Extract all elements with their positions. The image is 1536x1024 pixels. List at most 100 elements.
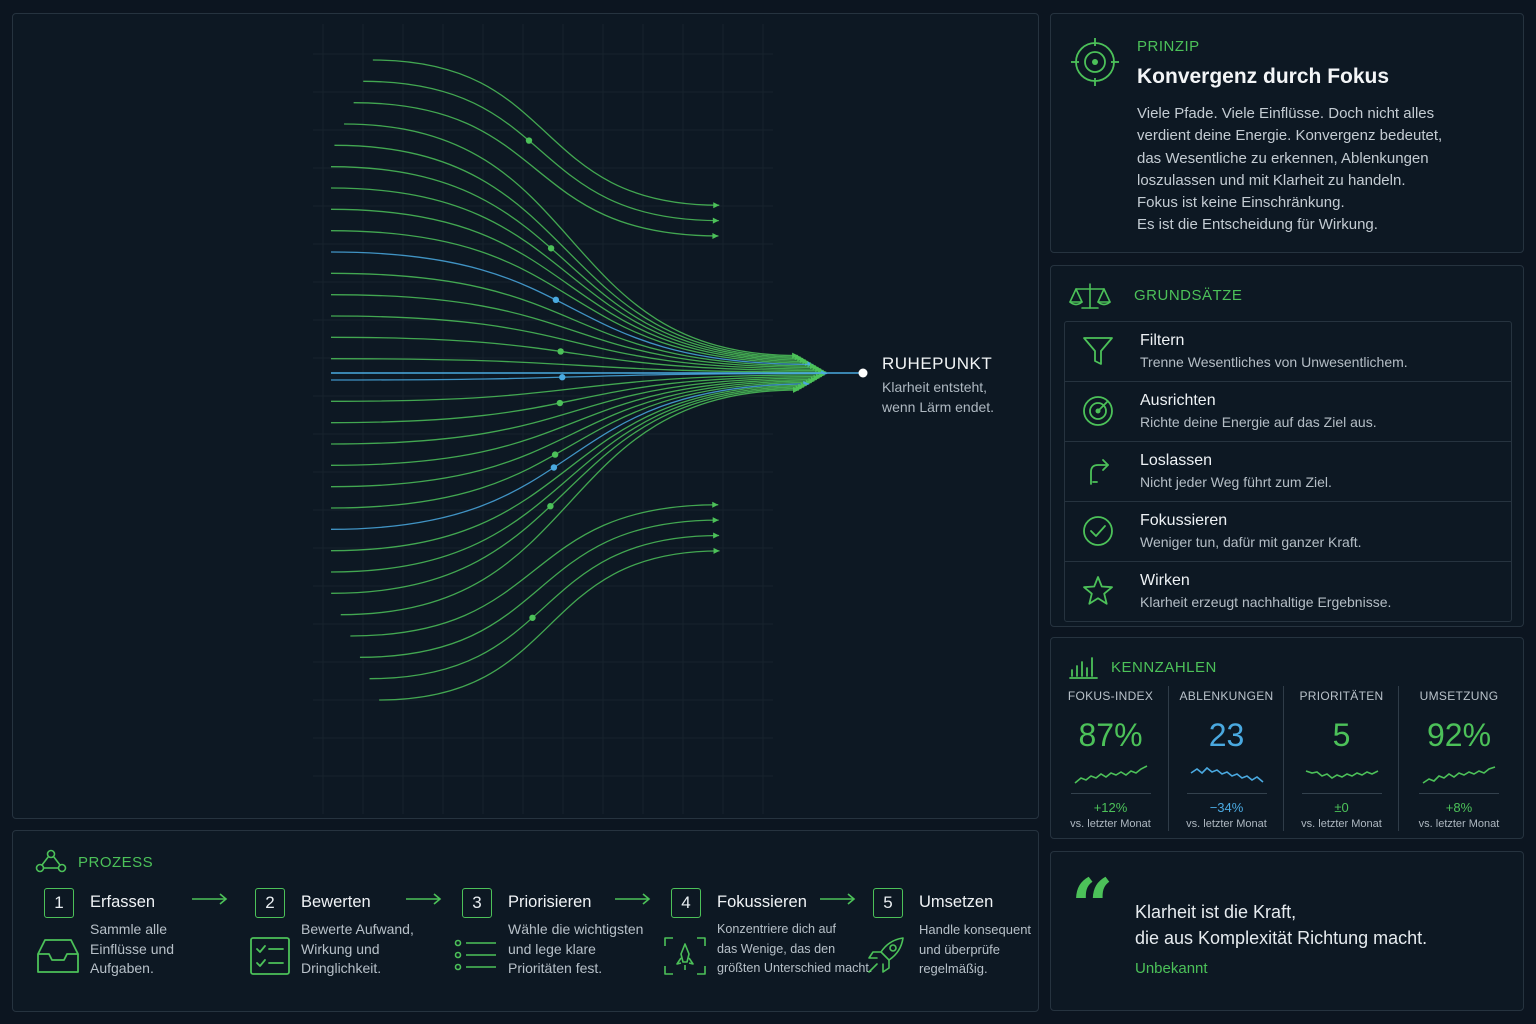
step-description: Handle konsequent und überprüfe regelmäß… xyxy=(919,920,1031,979)
convergence-path xyxy=(334,144,801,358)
step-description-line: Einflüsse und xyxy=(90,940,175,957)
principle-item-wirken[interactable]: Wirken Klarheit erzeugt nachhaltige Erge… xyxy=(1065,562,1511,621)
arrow-right-icon xyxy=(615,893,651,905)
convergence-path xyxy=(330,294,819,369)
check-circle-icon xyxy=(1083,516,1113,546)
step-title: Fokussieren xyxy=(717,893,807,911)
arrow-right-icon xyxy=(820,893,856,905)
path-node xyxy=(559,374,566,381)
filter-icon xyxy=(1083,337,1113,365)
target-icon xyxy=(1071,38,1119,86)
metric-value: 92% xyxy=(1426,717,1492,753)
convergence-path xyxy=(350,504,719,637)
sparkline-icon xyxy=(1190,766,1264,783)
list-icon xyxy=(454,939,496,971)
sparkline-icon xyxy=(1305,770,1378,779)
step-description-line: und überprüfe xyxy=(919,941,1000,957)
quote-line: die aus Komplexität Richtung macht. xyxy=(1135,928,1428,948)
convergence-paths-svg xyxy=(313,24,868,814)
step-description-line: Sammle alle xyxy=(90,921,168,937)
path-node xyxy=(556,399,564,407)
principle-item-desc: Richte deine Energie auf das Ziel aus. xyxy=(1140,414,1377,430)
path-node xyxy=(550,464,558,471)
convergence-path xyxy=(330,377,820,445)
convergence-path xyxy=(330,372,828,381)
principle-card: PRINZIP Konvergenz durch Fokus Viele Pfa… xyxy=(1050,13,1524,253)
metric-value: 5 xyxy=(1332,717,1351,753)
process-card: PROZESS 1 Erfassen Sammle alle Einflüsse… xyxy=(12,830,1039,1012)
metric-label: ABLENKUNGEN xyxy=(1179,689,1274,703)
metric-delta: −34% xyxy=(1209,800,1244,815)
principle-text-line: das Wesentliche zu erkennen, Ablenkungen xyxy=(1137,149,1429,167)
metric-divider xyxy=(1301,793,1382,794)
step-description-line: regelmäßig. xyxy=(919,961,988,976)
path-arrowhead xyxy=(712,232,719,239)
convergence-path xyxy=(330,378,817,466)
principle-item-title: Wirken xyxy=(1140,572,1190,589)
metric-ablenkungen: ABLENKUNGEN 23 −34% vs. letzter Monat xyxy=(1168,686,1284,831)
metric-delta: ±0 xyxy=(1334,800,1349,815)
principle-text-line: verdient deine Energie. Konvergenz bedeu… xyxy=(1137,127,1443,145)
path-node xyxy=(547,502,554,510)
path-node xyxy=(547,245,555,252)
path-arrowhead xyxy=(713,547,720,554)
step-description-line: Handle konsequent xyxy=(919,922,1032,937)
path-arrowhead xyxy=(713,532,720,539)
quote-card: “ Klarheit ist die Kraft, die aus Komple… xyxy=(1050,851,1524,1011)
principle-item-fokussieren[interactable]: Fokussieren Weniger tun, dafür mit ganze… xyxy=(1065,502,1511,562)
principle-title: Konvergenz durch Fokus xyxy=(1137,65,1390,88)
convergence-path xyxy=(330,166,804,360)
convergence-path xyxy=(330,315,822,370)
convergence-path xyxy=(330,358,827,373)
metric-reference: vs. letzter Monat xyxy=(1418,818,1500,830)
step-description-line: Prioritäten fest. xyxy=(508,960,603,976)
step-description-line: das Wenige, das den xyxy=(717,941,836,956)
convergence-path xyxy=(331,387,802,594)
quote-mark-icon: “ xyxy=(1071,864,1114,950)
step-title: Erfassen xyxy=(90,893,156,911)
principle-label: PRINZIP xyxy=(1137,38,1200,55)
rest-point-dot xyxy=(858,368,868,378)
convergence-path xyxy=(330,380,815,488)
convergence-path xyxy=(330,386,805,573)
principle-item-title: Fokussieren xyxy=(1140,512,1228,529)
principle-item-loslassen[interactable]: Loslassen Nicht jeder Weg führt zum Ziel… xyxy=(1065,442,1511,502)
path-node xyxy=(525,137,533,144)
convergence-path xyxy=(330,381,812,509)
metric-label: FOKUS-INDEX xyxy=(1067,689,1154,703)
metric-divider xyxy=(1419,793,1499,794)
inbox-tray-icon xyxy=(37,939,79,973)
convergence-path xyxy=(359,519,719,658)
flow-nodes-icon xyxy=(35,849,67,873)
metric-delta: +8% xyxy=(1445,800,1473,815)
principle-text-line: Es ist die Entscheidung für Wirkung. xyxy=(1137,216,1378,234)
path-node xyxy=(551,451,559,458)
step-description-line: Konzentriere dich auf xyxy=(717,922,837,936)
principle-item-ausrichten[interactable]: Ausrichten Richte deine Energie auf das … xyxy=(1065,382,1511,442)
step-number: 2 xyxy=(255,888,285,918)
convergence-path xyxy=(330,272,817,367)
principle-item-desc: Klarheit erzeugt nachhaltige Ergebnisse. xyxy=(1140,594,1392,610)
path-arrowhead xyxy=(713,202,720,209)
checklist-icon xyxy=(250,937,290,975)
metric-prioritaeten: PRIORITÄTEN 5 ±0 vs. letzter Monat xyxy=(1283,686,1399,831)
rest-point-title: RUHEPUNKT xyxy=(882,354,993,373)
metric-reference: vs. letzter Monat xyxy=(1301,818,1382,830)
step-title: Umsetzen xyxy=(919,893,994,911)
step-description-line: Wähle die wichtigsten xyxy=(508,921,644,937)
step-number: 5 xyxy=(873,888,903,918)
path-arrowhead xyxy=(712,217,719,224)
bar-chart-icon xyxy=(1069,657,1098,679)
principle-item-filtern[interactable]: Filtern Trenne Wesentliches von Unwesent… xyxy=(1065,322,1511,382)
turn-arrow-icon xyxy=(1090,459,1109,485)
path-node xyxy=(529,614,536,621)
path-arrowhead xyxy=(793,386,799,393)
quote-text: Klarheit ist die Kraft, die aus Komplexi… xyxy=(1135,899,1427,951)
convergence-path xyxy=(330,230,811,364)
step-description: Bewerte Aufwand, Wirkung und Dringlichke… xyxy=(301,920,414,979)
metric-fokus-index: FOKUS-INDEX 87% +12% vs. letzter Monat xyxy=(1053,686,1168,831)
step-description: Konzentriere dich auf das Wenige, das de… xyxy=(717,920,872,979)
step-description-line: Aufgaben. xyxy=(90,960,154,976)
metric-value: 23 xyxy=(1208,717,1245,753)
quote-author: Unbekannt xyxy=(1135,960,1208,977)
